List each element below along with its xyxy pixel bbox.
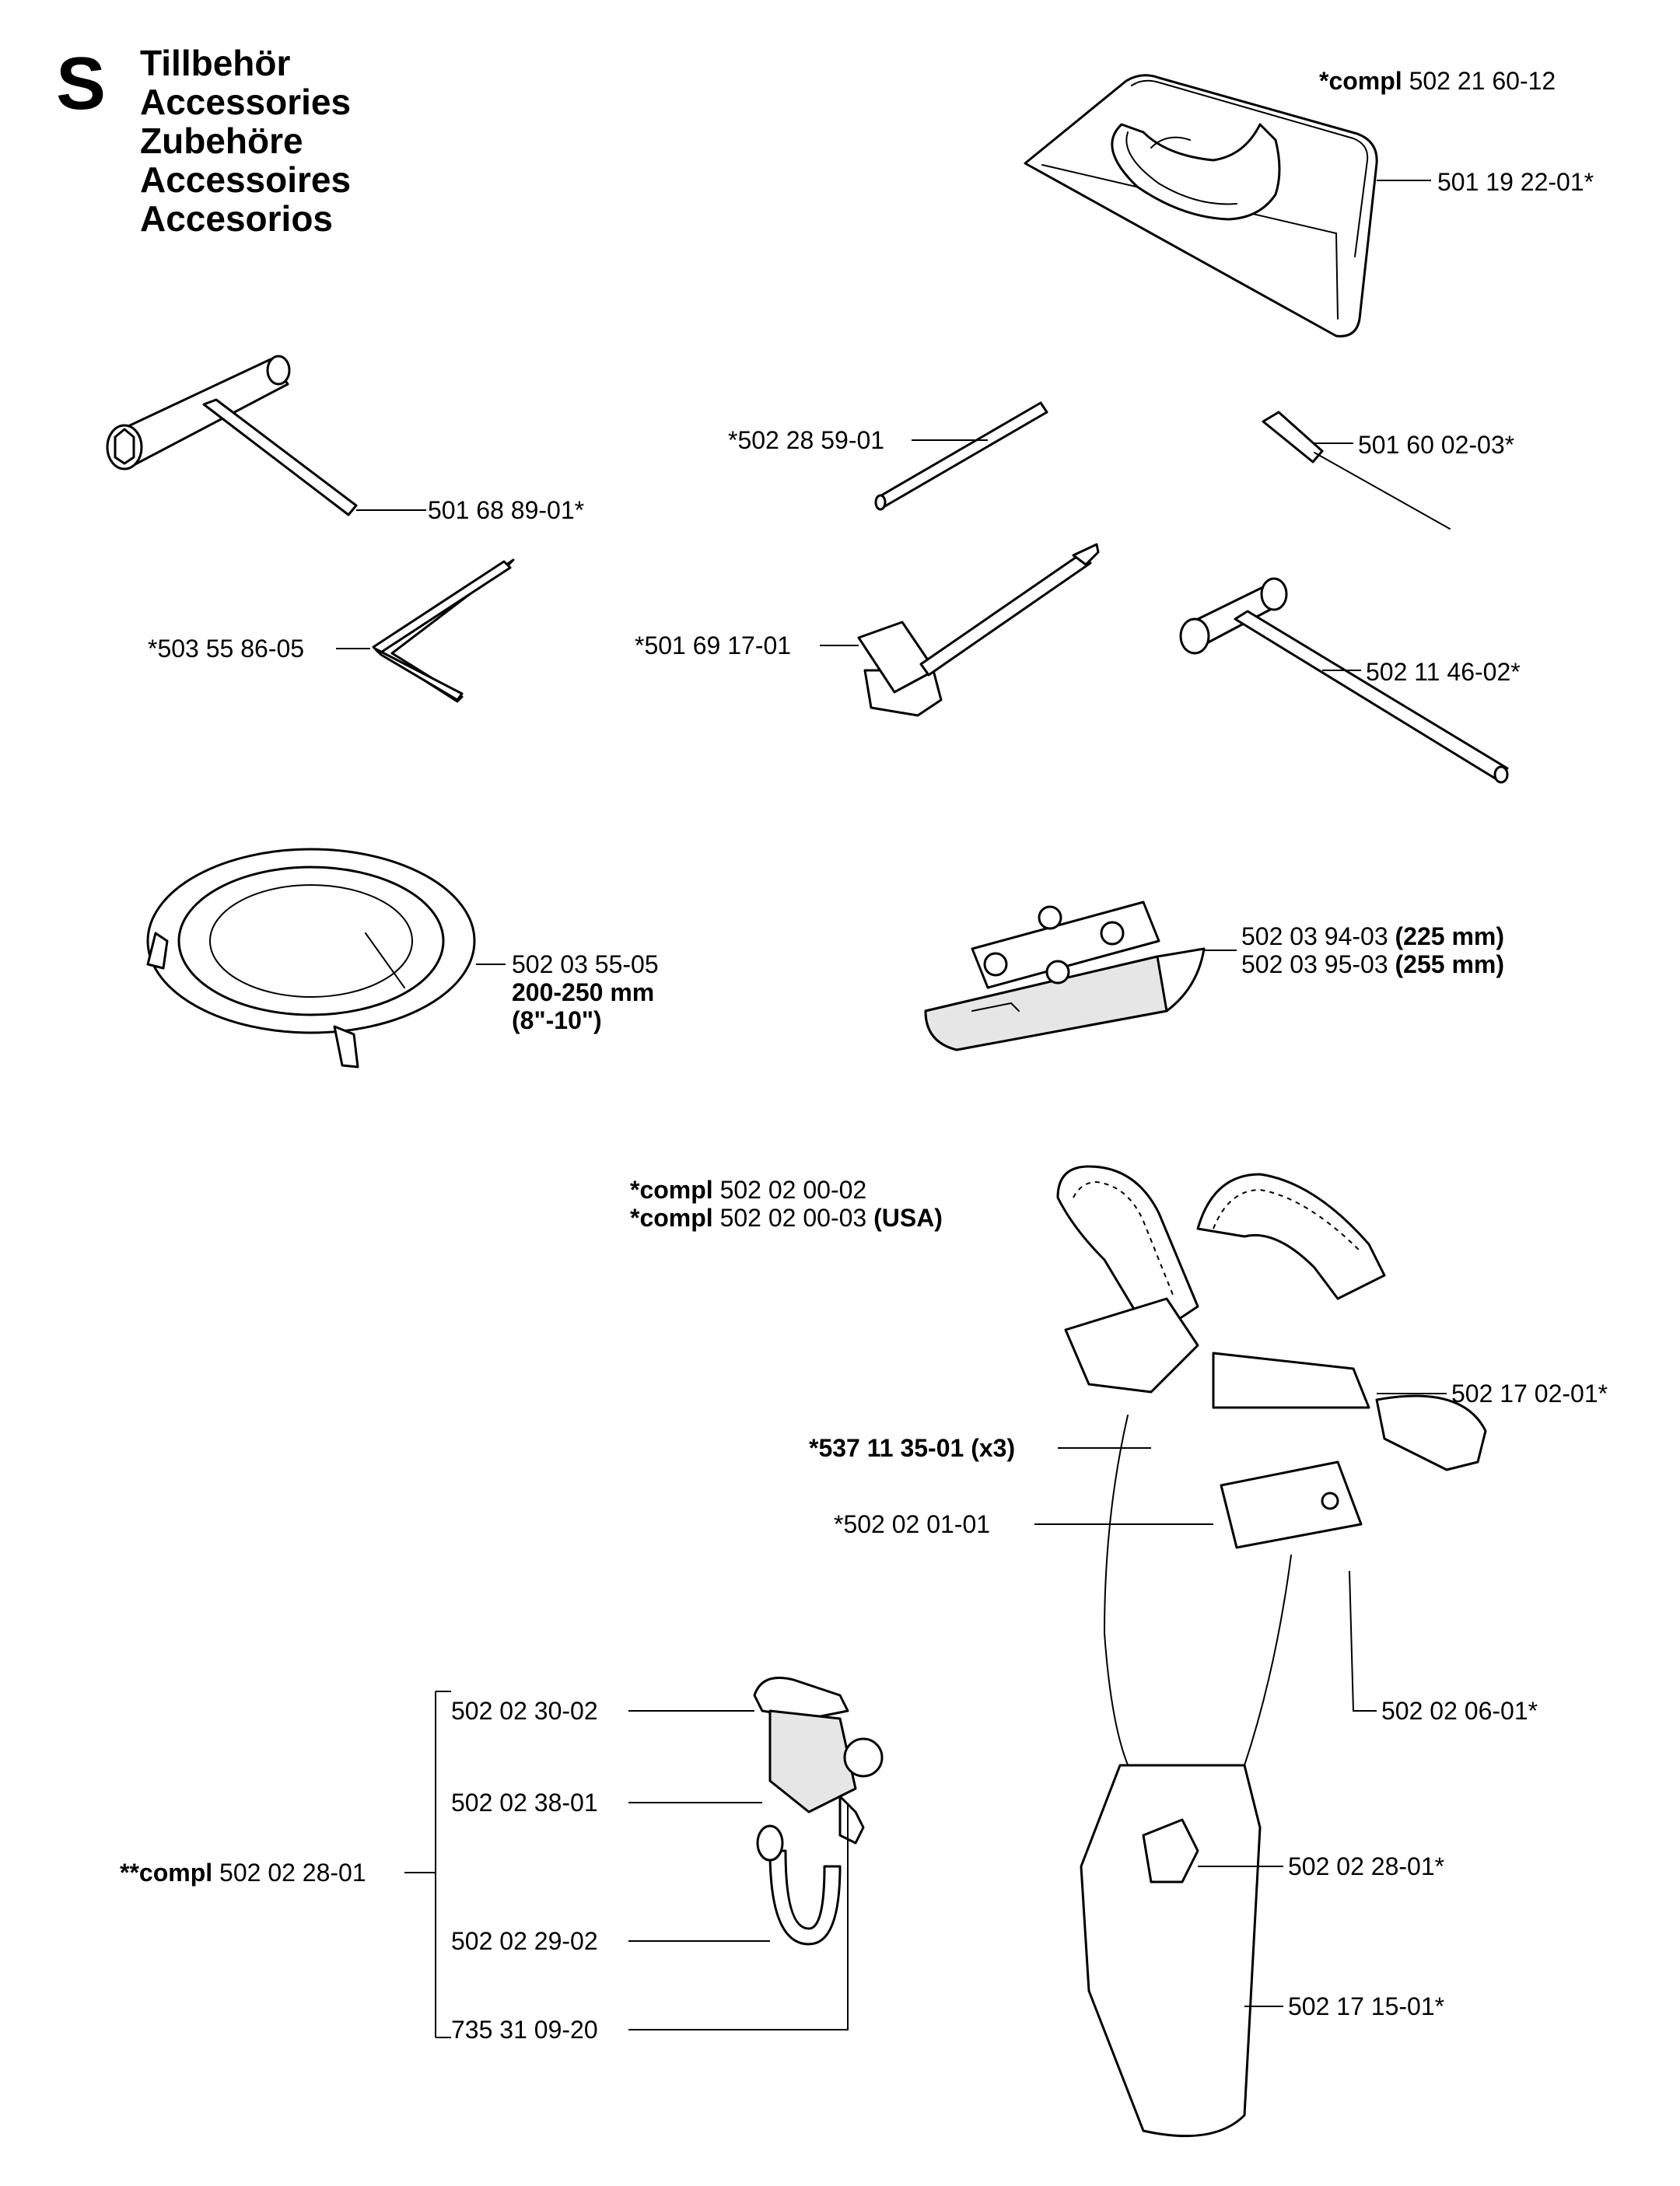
blade-guard-255-number: 502 03 95-03: [1241, 950, 1388, 978]
socket-wrench-label: *501 69 17-01: [635, 631, 792, 659]
harness-compl-2-suffix: (USA): [873, 1204, 943, 1232]
blade-guard-255-size: (255 mm): [1395, 950, 1505, 978]
hex-key-label: *503 55 86-05: [148, 635, 305, 663]
carrying-bag-drawing: [1024, 74, 1431, 338]
hook-assembly-drawing: [404, 1677, 884, 2038]
harness-compl-label-1: *compl 502 02 00-02: [630, 1176, 866, 1204]
harness-compl-1-number: 502 02 00-02: [719, 1176, 867, 1204]
bag-part-label: 501 19 22-01*: [1437, 168, 1594, 196]
socket-wrench-drawing: [820, 543, 1100, 717]
harness-compl-2-number: 502 02 00-03: [719, 1204, 867, 1232]
hook-label: 502 02 06-01*: [1381, 1697, 1538, 1725]
hook-part-4-label: 735 31 09-20: [451, 2016, 598, 2044]
bag-compl-prefix: *compl: [1319, 67, 1402, 95]
hook-compl-prefix: **compl: [120, 1859, 213, 1887]
blade-guard-225-number: 502 03 94-03: [1241, 922, 1388, 950]
blade-guard-drawing: [924, 901, 1237, 1051]
bag-compl-label: *compl 502 21 60-12: [1319, 67, 1556, 95]
ring-guard-size: 200-250 mm: [512, 978, 655, 1006]
screwdriver-drawing: [1262, 411, 1451, 530]
t-wrench-drawing: [1179, 577, 1509, 784]
hip-pad-label: 502 17 15-01*: [1288, 1992, 1445, 2020]
hook-part-3-label: 502 02 29-02: [451, 1927, 598, 1955]
hook-compl-label: **compl 502 02 28-01: [120, 1859, 366, 1887]
ring-guard-number: 502 03 55-05: [512, 950, 659, 978]
hook-part-1-label: 502 02 30-02: [451, 1697, 598, 1725]
buckle-label: *537 11 35-01 (x3): [809, 1434, 1016, 1462]
blade-guard-225-label: 502 03 94-03 (225 mm): [1241, 922, 1504, 950]
screwdriver-label: 501 60 02-03*: [1358, 431, 1515, 459]
ring-guard-inch: (8"-10"): [512, 1006, 602, 1034]
harness-compl-label-2: *compl 502 02 00-03 (USA): [630, 1204, 943, 1232]
hex-key-drawing: [336, 558, 515, 703]
t-wrench-label: 502 11 46-02*: [1366, 658, 1521, 686]
title-english: Accessories: [140, 82, 352, 122]
hook-compl-number: 502 02 28-01: [219, 1859, 366, 1887]
section-letter: S: [56, 42, 107, 125]
harness-compl-1-prefix: *compl: [630, 1176, 713, 1204]
harness-drawing: [1034, 1165, 1487, 2138]
combi-wrench-label: 501 68 89-01*: [428, 496, 585, 524]
ring-guard-drawing: [146, 848, 506, 1069]
combination-wrench-drawing: [106, 355, 426, 516]
bag-compl-number: 502 21 60-12: [1409, 67, 1556, 95]
strap-slide-label: 502 17 02-01*: [1451, 1380, 1608, 1408]
title-german: Zubehöre: [140, 121, 303, 161]
rod-label: *502 28 59-01: [728, 426, 885, 454]
title-swedish: Tillbehör: [140, 43, 291, 83]
chest-plate-label: *502 02 01-01: [834, 1510, 991, 1538]
hook-part-2-label: 502 02 38-01: [451, 1789, 598, 1817]
title-french: Accessoires: [140, 159, 352, 200]
section-titles: Tillbehör Accessories Zubehöre Accessoir…: [140, 44, 351, 238]
harness-compl-2-prefix: *compl: [630, 1204, 713, 1232]
blade-guard-255-label: 502 03 95-03 (255 mm): [1241, 950, 1504, 978]
rod-drawing: [874, 401, 1048, 511]
title-spanish: Accesorios: [140, 198, 334, 239]
blade-guard-225-size: (225 mm): [1395, 922, 1505, 950]
hip-pad-hook-label: 502 02 28-01*: [1288, 1852, 1445, 1880]
